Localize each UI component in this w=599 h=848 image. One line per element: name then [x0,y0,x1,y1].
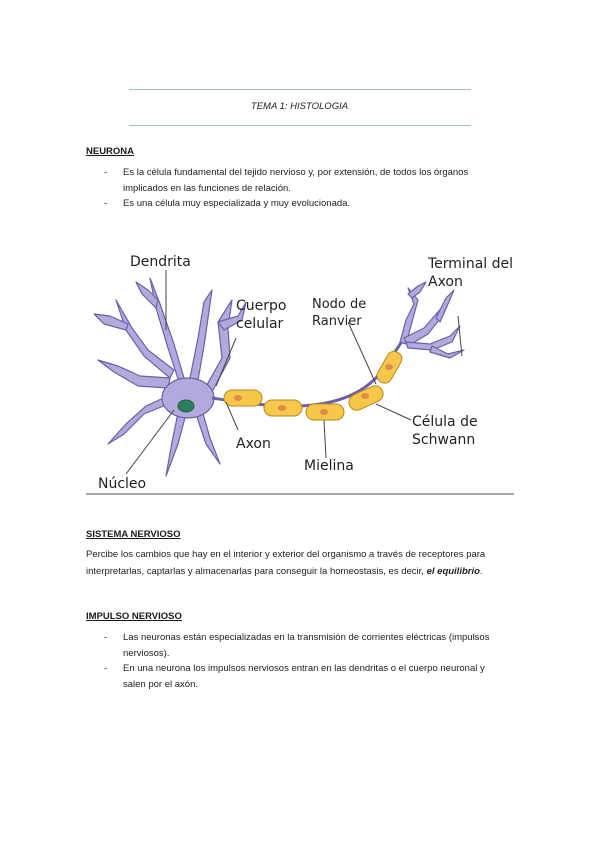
nucleus [177,399,195,413]
bullet-line: Las neuronas están especializadas en la … [123,632,490,643]
bullet-line: implicados en las funciones de relación. [123,183,291,194]
myelin-segment [223,389,263,407]
schwann-nuclei [234,364,393,415]
page-title: TEMA 1: HISTOLOGIA [250,101,349,112]
bullet-line: Es la célula fundamental del tejido nerv… [123,167,469,178]
bullet-marker: - [104,167,108,178]
label-nodo-2: Ranvier [312,314,362,329]
axon-terminal [399,281,465,359]
neuron-dendrites [93,277,247,477]
heading-impulso-nervioso: IMPULSO NERVIOSO [86,611,182,622]
bullet-line: salen por el axón. [123,679,198,690]
label-dendrita: Dendrita [130,254,191,270]
myelin-sheaths [223,350,403,421]
bullet-line: nerviosos). [123,648,170,659]
paragraph-line: Percibe los cambios que hay en el interi… [86,549,486,560]
bullet-marker: - [104,632,108,643]
label-nucleo: Núcleo [98,476,146,492]
label-celula-1: Célula de [412,414,478,430]
label-cuerpo-2: celular [236,316,284,332]
label-terminal-1: Terminal del [427,256,513,272]
neuron-diagram: Dendrita Cuerpo celular Nodo de Ranvier … [86,254,514,495]
label-axon: Axon [236,436,271,452]
header-rule-bottom [129,125,471,126]
label-terminal-2: Axon [428,274,463,290]
heading-sistema-nervioso: SISTEMA NERVIOSO [86,529,181,540]
paragraph-end: . [479,566,483,577]
sistema-paragraph: Percibe los cambios que hay en el interi… [86,546,516,580]
label-celula-2: Schwann [412,432,475,448]
heading-neurona: NEURONA [86,146,135,157]
label-mielina: Mielina [304,458,354,474]
emphasis-equilibrio: el equilibrio [426,566,480,577]
header-rule-top [129,89,471,90]
leader-lines [125,270,463,475]
label-nodo-1: Nodo de [312,297,366,312]
bullet-line: En una neurona los impulsos nerviosos en… [123,663,485,674]
bullet-marker: - [104,663,108,674]
paragraph-line: interpretarlas, captarlas y almacenarlas… [86,566,427,577]
bullet-marker: - [104,198,108,209]
bullet-line: Es una célula muy especializada y muy ev… [123,198,351,209]
label-cuerpo-1: Cuerpo [236,298,286,314]
